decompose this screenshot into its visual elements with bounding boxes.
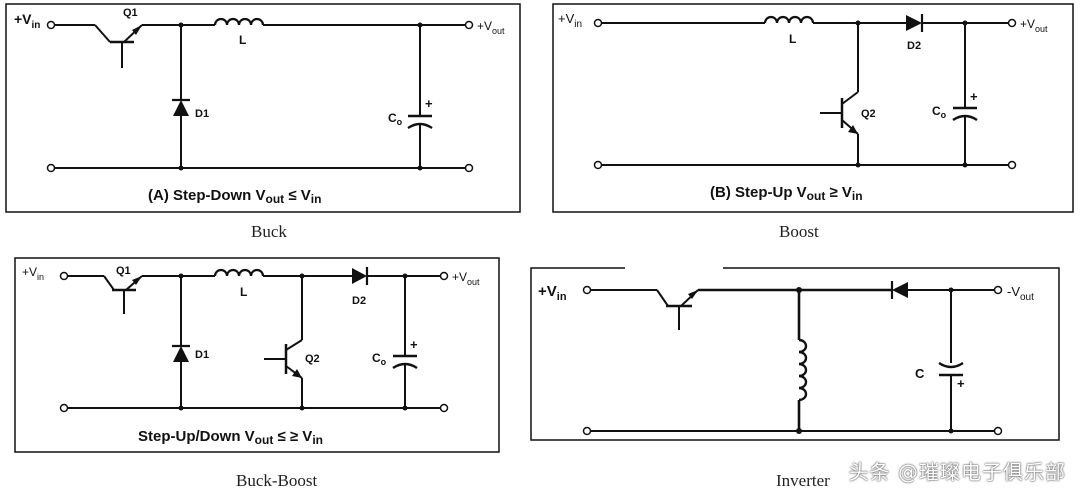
gnd-terminal-right — [439, 403, 449, 413]
transistor-q2 — [820, 91, 859, 135]
q1-label: Q1 — [116, 265, 131, 277]
caption-buck: Buck — [251, 222, 287, 241]
caption-inverter: Inverter — [776, 471, 830, 490]
vout-terminal — [464, 20, 474, 30]
diode-d2 — [352, 267, 369, 285]
transistor-q2 — [264, 339, 303, 379]
inductor-l — [763, 15, 815, 25]
vin-terminal — [582, 285, 592, 295]
gnd-terminal-left — [582, 426, 592, 436]
d1-label: D1 — [195, 349, 209, 361]
vin-terminal — [593, 18, 603, 28]
gnd-terminal-right — [1007, 160, 1017, 170]
vout-terminal — [993, 285, 1003, 295]
co-plus: + — [410, 337, 418, 352]
panel-buck-boost: +Vin Q1 L D2 +Vout D1 — [14, 257, 500, 453]
caption-boost: Boost — [779, 222, 819, 241]
vin-label: +Vin — [22, 265, 44, 282]
l-label: L — [239, 33, 246, 47]
q2-label: Q2 — [861, 108, 876, 120]
panel-frame — [552, 3, 1074, 213]
co-label: Co — [932, 104, 947, 120]
transistor-q1 — [103, 275, 143, 314]
c-plus: + — [957, 376, 965, 391]
gnd-terminal-left — [59, 403, 69, 413]
panel-frame — [530, 267, 1060, 441]
diode-d2 — [906, 14, 924, 32]
d2-label: D2 — [907, 40, 921, 52]
co-label: Co — [388, 111, 403, 127]
transistor-q1 — [94, 24, 143, 68]
vin-label: +Vin — [558, 11, 582, 30]
inductor-l — [213, 268, 265, 278]
vout-terminal — [1007, 18, 1017, 28]
gnd-terminal-left — [46, 163, 56, 173]
vout-label: +Vout — [477, 19, 505, 36]
vin-terminal — [59, 271, 69, 281]
caption-buck-boost: Buck-Boost — [236, 471, 318, 490]
vout-terminal — [439, 271, 449, 281]
co-plus: + — [970, 89, 978, 104]
vout-label: +Vout — [1020, 17, 1048, 34]
gnd-terminal-right — [993, 426, 1003, 436]
d1-label: D1 — [195, 108, 209, 120]
panel-title: Step-Up/Down Vout ≤ ≥ Vin — [138, 428, 323, 447]
inductor-l — [213, 17, 265, 27]
q2-label: Q2 — [305, 353, 320, 365]
panel-inverter: +Vin -Vout C + — [530, 264, 1060, 441]
panel-frame — [14, 257, 500, 453]
panel-boost: +Vin L D2 +Vout Q2 + Co — [552, 3, 1074, 213]
gnd-terminal-right — [464, 163, 474, 173]
co-plus: + — [425, 96, 433, 111]
gnd-terminal-left — [593, 160, 603, 170]
d2-label: D2 — [352, 295, 366, 307]
diode-d1 — [172, 344, 190, 362]
panel-buck: +Vin Q1 L +Vout D1 + — [5, 3, 521, 213]
vin-label: +Vin — [14, 11, 40, 31]
inductor-l — [798, 338, 808, 402]
vin-label: +Vin — [538, 283, 567, 303]
panel-frame — [5, 3, 521, 213]
vout-label: -Vout — [1007, 284, 1034, 303]
l-label: L — [789, 32, 796, 46]
c-label: C — [915, 366, 925, 381]
l-label: L — [240, 285, 247, 299]
diode — [890, 281, 908, 299]
transistor-q1 — [656, 289, 699, 330]
co-label: Co — [372, 351, 387, 367]
q1-label: Q1 — [123, 7, 138, 19]
vin-terminal — [46, 20, 56, 30]
panel-title: (A) Step-Down Vout ≤ Vin — [148, 187, 321, 206]
vout-label: +Vout — [452, 270, 480, 287]
capacitor-c — [938, 361, 964, 377]
diode-d1 — [172, 98, 190, 116]
panel-title: (B) Step-Up Vout ≥ Vin — [710, 184, 863, 203]
watermark: 头条 @璀璨电子俱乐部 — [848, 460, 1066, 484]
